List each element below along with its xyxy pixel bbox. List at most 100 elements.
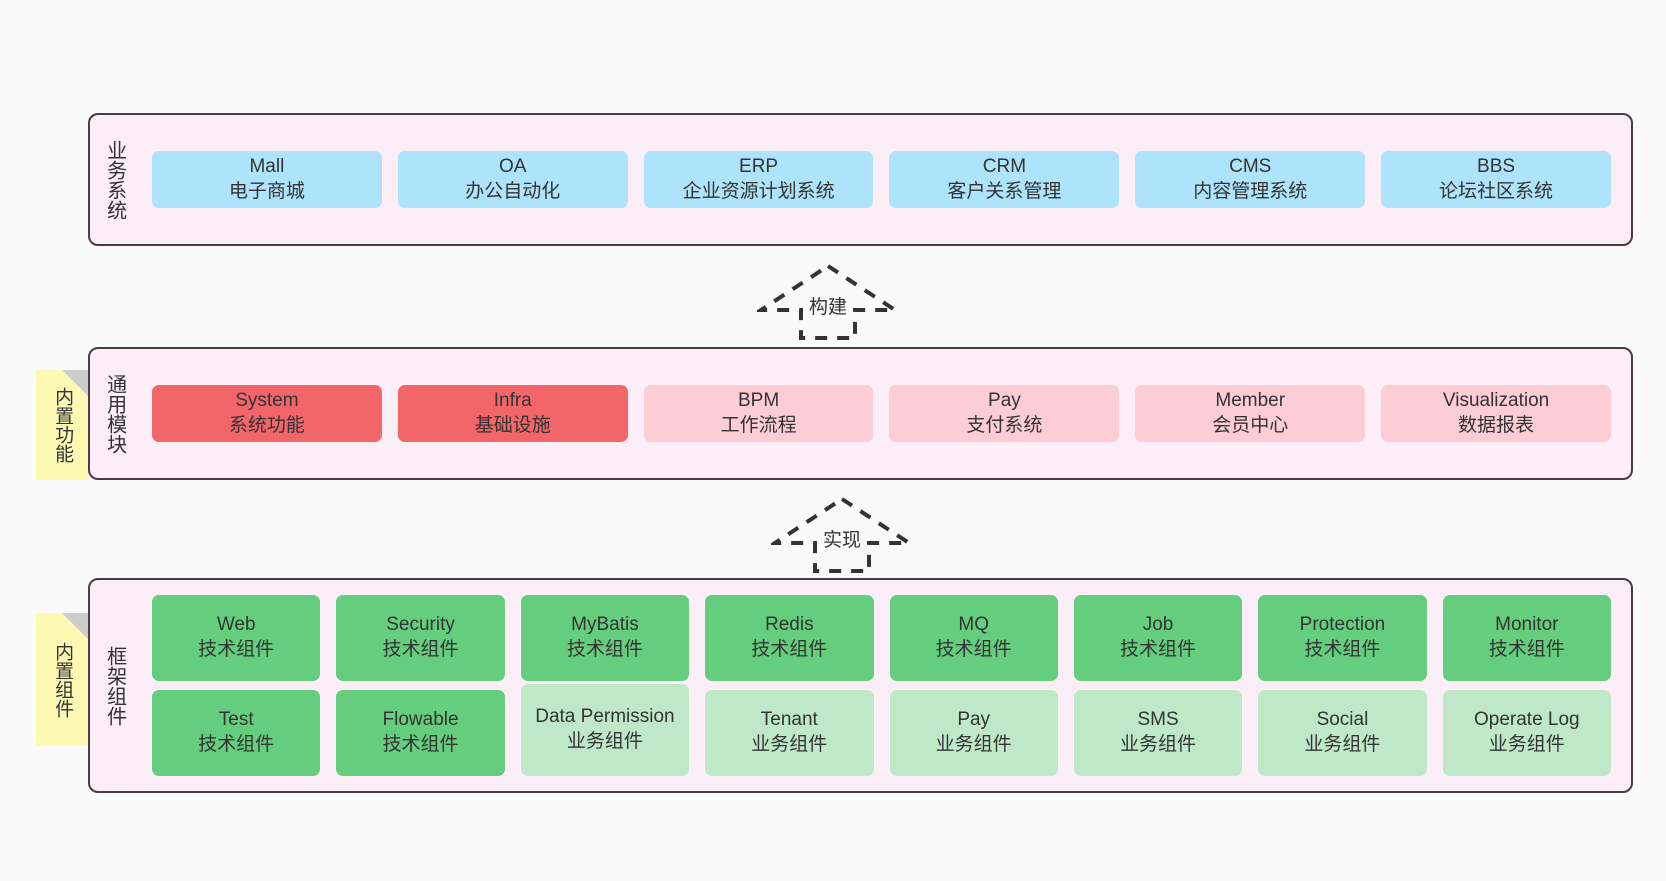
sticky-note-builtin-function: 内置功能 (36, 370, 88, 480)
grid-cell: Infra 基础设施 (390, 384, 636, 443)
module-name-cn: 基础设施 (474, 414, 551, 436)
component-box-redis[interactable]: Redis 技术组件 (705, 595, 874, 681)
component-box-job[interactable]: Job 技术组件 (1073, 595, 1243, 681)
module-name-cn: 客户关系管理 (947, 180, 1062, 202)
module-name-en: CRM (982, 155, 1027, 177)
component-name-en: Web (216, 614, 256, 636)
module-box-oa[interactable]: OA 办公自动化 (397, 150, 628, 209)
grid-cell: Pay 支付系统 (881, 384, 1127, 443)
layer-title-common-modules: 通用模块 (103, 373, 126, 454)
layer-body-business-systems: Mall 电子商城 OA 办公自动化 ERP 企业资源计划系统 CRM (138, 115, 1631, 244)
grid-cell: Redis 技术组件 (697, 595, 881, 681)
module-box-mall[interactable]: Mall 电子商城 (152, 150, 382, 209)
grid-cell: ERP 企业资源计划系统 (636, 150, 882, 209)
layer-business-systems: 业务系统 Mall 电子商城 OA 办公自动化 ERP 企业资源计划系统 (88, 113, 1633, 246)
component-name-cn: 技术组件 (935, 639, 1012, 660)
component-box-mq[interactable]: MQ 技术组件 (889, 595, 1058, 681)
module-name-cn: 支付系统 (966, 414, 1043, 436)
layer-title-framework-components: 框架组件 (103, 645, 126, 726)
grid-cell: BPM 工作流程 (636, 384, 882, 443)
arrow-label-implement: 实现 (822, 530, 861, 551)
component-box-test[interactable]: Test 技术组件 (152, 690, 321, 776)
grid-cell: Data Permission 业务组件 (513, 684, 697, 776)
component-box-security[interactable]: Security 技术组件 (336, 595, 505, 681)
module-name-en: BPM (737, 389, 780, 411)
grid-cell: Pay 业务组件 (882, 690, 1066, 776)
component-name-cn: 业务组件 (935, 734, 1012, 755)
layer-body-common-modules: System 系统功能 Infra 基础设施 BPM 工作流程 Pay (138, 349, 1631, 478)
grid-cell: Visualization 数据报表 (1373, 384, 1619, 443)
note-label: 内置组件 (52, 641, 74, 718)
component-name-en: Test (218, 709, 254, 731)
sticky-note-builtin-component: 内置组件 (36, 613, 88, 746)
module-box-crm[interactable]: CRM 客户关系管理 (889, 150, 1120, 209)
grid-cell: MQ 技术组件 (882, 595, 1066, 681)
component-box-tenant[interactable]: Tenant 业务组件 (705, 690, 874, 776)
component-box-mybatis[interactable]: MyBatis 技术组件 (520, 595, 690, 681)
grid-cell: Social 业务组件 (1250, 690, 1434, 776)
module-box-bpm[interactable]: BPM 工作流程 (643, 384, 874, 443)
component-box-monitor[interactable]: Monitor 技术组件 (1442, 595, 1611, 681)
module-name-en: Member (1215, 389, 1286, 411)
grid-cell: SMS 业务组件 (1066, 690, 1250, 776)
component-name-en: Pay (957, 709, 991, 731)
module-name-en: CMS (1229, 155, 1272, 177)
grid-cell: Job 技术组件 (1066, 595, 1250, 681)
component-box-protection[interactable]: Protection 技术组件 (1258, 595, 1427, 681)
component-name-cn: 技术组件 (1488, 639, 1565, 660)
component-name-en: Protection (1299, 614, 1386, 636)
module-box-pay[interactable]: Pay 支付系统 (889, 384, 1120, 443)
grid-cell: Tenant 业务组件 (697, 690, 881, 776)
note-label: 内置功能 (52, 387, 74, 463)
module-box-member[interactable]: Member 会员中心 (1135, 384, 1366, 443)
box-row: Web 技术组件 Security 技术组件 MyBatis 技术组件 Redi… (144, 595, 1619, 681)
layer-common-modules: 通用模块 System 系统功能 Infra 基础设施 BPM 工作流程 (88, 347, 1633, 480)
module-name-en: System (235, 389, 299, 411)
component-name-en: Flowable (382, 709, 459, 731)
grid-cell: System 系统功能 (144, 384, 390, 443)
module-box-infra[interactable]: Infra 基础设施 (397, 384, 628, 443)
module-name-en: BBS (1477, 155, 1516, 177)
note-fold-icon (62, 370, 88, 396)
grid-cell: BBS 论坛社区系统 (1373, 150, 1619, 209)
module-name-cn: 论坛社区系统 (1439, 180, 1554, 202)
build-arrow: 构建 (757, 262, 899, 342)
module-box-system[interactable]: System 系统功能 (152, 384, 382, 443)
module-name-cn: 会员中心 (1212, 414, 1289, 436)
module-name-cn: 电子商城 (228, 180, 305, 202)
module-box-erp[interactable]: ERP 企业资源计划系统 (643, 150, 874, 209)
component-box-operate-log[interactable]: Operate Log 业务组件 (1442, 690, 1611, 776)
component-name-en: MQ (958, 614, 989, 636)
component-box-web[interactable]: Web 技术组件 (152, 595, 321, 681)
component-name-en: Data Permission (535, 706, 675, 728)
grid-cell: Security 技术组件 (328, 595, 512, 681)
component-name-en: Operate Log (1473, 709, 1580, 731)
component-name-cn: 技术组件 (1304, 639, 1381, 660)
component-name-cn: 技术组件 (198, 734, 275, 755)
component-box-social[interactable]: Social 业务组件 (1258, 690, 1427, 776)
grid-cell: Protection 技术组件 (1250, 595, 1434, 681)
component-box-sms[interactable]: SMS 业务组件 (1073, 690, 1243, 776)
box-row: System 系统功能 Infra 基础设施 BPM 工作流程 Pay (144, 384, 1619, 443)
module-name-en: Infra (493, 389, 532, 411)
module-name-cn: 企业资源计划系统 (682, 180, 835, 202)
module-box-bbs[interactable]: BBS 论坛社区系统 (1381, 150, 1611, 209)
module-name-en: Visualization (1442, 389, 1550, 411)
box-row: Test 技术组件 Flowable 技术组件 Data Permission … (144, 684, 1619, 776)
component-name-en: Redis (765, 614, 814, 636)
module-name-cn: 办公自动化 (465, 180, 561, 202)
module-box-visualization[interactable]: Visualization 数据报表 (1381, 384, 1611, 443)
component-name-en: Job (1142, 614, 1174, 636)
component-box-data-permission[interactable]: Data Permission 业务组件 (520, 684, 690, 776)
module-name-cn: 内容管理系统 (1193, 180, 1308, 202)
component-name-cn: 业务组件 (751, 734, 828, 755)
module-name-cn: 系统功能 (228, 414, 305, 436)
component-name-en: Monitor (1495, 614, 1559, 636)
layer-title-business-systems: 业务系统 (103, 139, 126, 220)
component-name-cn: 业务组件 (566, 731, 643, 752)
component-box-flowable[interactable]: Flowable 技术组件 (336, 690, 505, 776)
module-box-cms[interactable]: CMS 内容管理系统 (1135, 150, 1366, 209)
component-box-pay[interactable]: Pay 业务组件 (889, 690, 1058, 776)
component-name-cn: 技术组件 (1120, 639, 1197, 660)
